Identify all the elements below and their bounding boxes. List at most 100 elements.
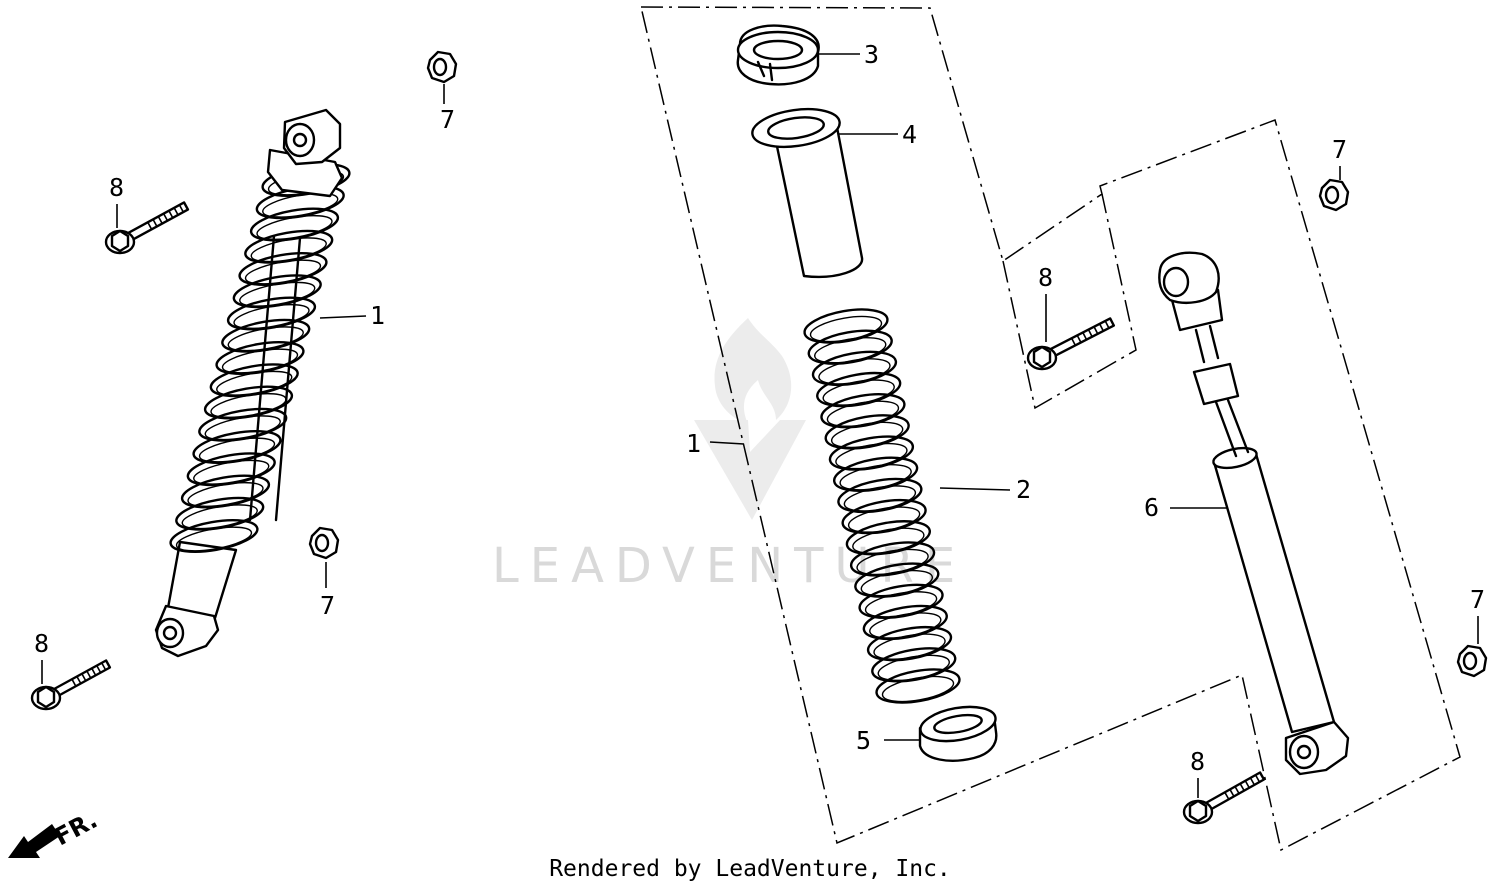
coil-turn-inner — [175, 526, 253, 552]
shock-body-tube — [166, 540, 238, 620]
bolt-thread — [1082, 332, 1088, 340]
callout-8: 8 — [1190, 747, 1205, 776]
callout-1-group-leader — [709, 441, 745, 445]
front-label: FR. — [50, 806, 102, 852]
bolt-thread — [1070, 337, 1077, 346]
bolt: 8 — [104, 173, 190, 255]
coil-turn-inner — [227, 326, 304, 352]
coil-spring: 2 — [803, 308, 1031, 704]
nut-hex-body — [308, 526, 340, 560]
callout-2: 2 — [1016, 475, 1031, 504]
nut-bore — [1462, 651, 1478, 671]
nut: 7 — [1456, 585, 1488, 678]
coil-turn-inner — [210, 392, 287, 419]
nut-hex-body — [1318, 178, 1350, 212]
bolt-thread — [178, 204, 184, 213]
spring-turn — [862, 604, 948, 641]
damper-body — [1212, 452, 1336, 734]
damper-bottom-bushing — [1288, 734, 1320, 770]
bolt-thread — [157, 216, 163, 224]
spring-turn — [849, 541, 936, 577]
bolt-thread — [1093, 326, 1099, 335]
bolt-thread — [1239, 783, 1245, 792]
bolt: 8 — [1182, 747, 1266, 825]
bolt-hex-head — [1188, 799, 1208, 823]
bolt-thread — [152, 219, 158, 227]
nut-bore — [432, 57, 448, 77]
nut: 7 — [426, 50, 458, 134]
coil-turn-inner — [239, 281, 316, 307]
bolt-thread — [96, 665, 102, 673]
spring-guide-bore — [767, 116, 825, 140]
bolt-thread — [71, 678, 77, 687]
spring-turn — [837, 477, 923, 514]
bolt: 8 — [1026, 263, 1116, 371]
nut: 7 — [1318, 135, 1350, 212]
coil-turn-inner — [221, 348, 299, 374]
bolt-thread — [1254, 774, 1261, 783]
spring-turn — [807, 329, 893, 365]
damper-top-bore — [1162, 266, 1190, 298]
bolt-thread — [1104, 320, 1110, 329]
nut: 7 — [308, 526, 340, 620]
exploded-view-outline — [640, 6, 1461, 852]
callout-5: 5 — [856, 726, 871, 755]
spring-guide: 4 — [751, 107, 917, 279]
bolt-thread — [1244, 780, 1250, 789]
coil-turn-inner — [216, 370, 293, 396]
spring-turn — [828, 435, 915, 471]
bolt-thread — [76, 676, 82, 684]
bolt-hex-head — [36, 685, 56, 709]
coil-turn-inner — [256, 214, 333, 241]
spring-turn — [875, 668, 961, 704]
watermark-chevron-icon — [694, 420, 806, 520]
upper-spring-seat-rim — [736, 30, 820, 70]
watermark-flame-icon — [714, 318, 792, 424]
coil-turn-inner — [181, 504, 258, 530]
damper-top-eye — [1158, 251, 1220, 304]
front-arrow-icon — [8, 824, 60, 858]
spring-turn — [816, 371, 902, 408]
nut-bore — [1324, 185, 1340, 205]
upper-spring-seat-hole — [752, 39, 804, 61]
shock-bottom-bushing — [155, 617, 185, 649]
bolt-hex-head — [1032, 345, 1052, 369]
spring-guide-tube — [772, 120, 864, 279]
shock-top-bushing — [284, 122, 316, 158]
shock-top-bore — [292, 132, 308, 148]
spring-turn — [811, 350, 898, 387]
callout-1-left: 1 — [370, 301, 385, 330]
bolt-thread — [1229, 789, 1235, 797]
upper-spring-seat: 3 — [736, 24, 879, 86]
bolt-thread — [1224, 791, 1230, 800]
spring-turn-inner — [881, 675, 955, 703]
spring-turn — [841, 498, 927, 535]
lower-spring-seat-hole — [933, 713, 983, 735]
damper-rod-collar — [1192, 362, 1240, 406]
spring-turn — [824, 414, 910, 450]
damper: 6 — [1144, 251, 1350, 776]
bolt-group-outline — [1002, 193, 1137, 410]
nut-bore — [314, 533, 330, 553]
coil-turn-inner — [262, 192, 339, 218]
spring-turn — [803, 308, 889, 344]
spring-turn — [833, 456, 919, 492]
bolt-thread — [91, 667, 97, 676]
shock-bottom-bore — [162, 625, 178, 641]
bolt-thread — [147, 221, 153, 230]
coil-turn-inner — [233, 303, 310, 330]
spring-turn — [854, 562, 940, 598]
shock-coil-spring — [169, 163, 351, 553]
spring-coils — [803, 308, 961, 704]
callout-8: 8 — [34, 629, 49, 658]
bolt-thread — [162, 213, 169, 222]
bolt-hex-head — [110, 229, 130, 253]
callout-7: 7 — [440, 105, 455, 134]
shock-absorber-assembly: 1 — [154, 108, 385, 658]
nuts: 7 7 7 7 — [308, 50, 1488, 678]
bolt-thread — [86, 670, 92, 679]
damper-rod — [1214, 398, 1250, 458]
shock-callout-leader — [319, 315, 367, 319]
